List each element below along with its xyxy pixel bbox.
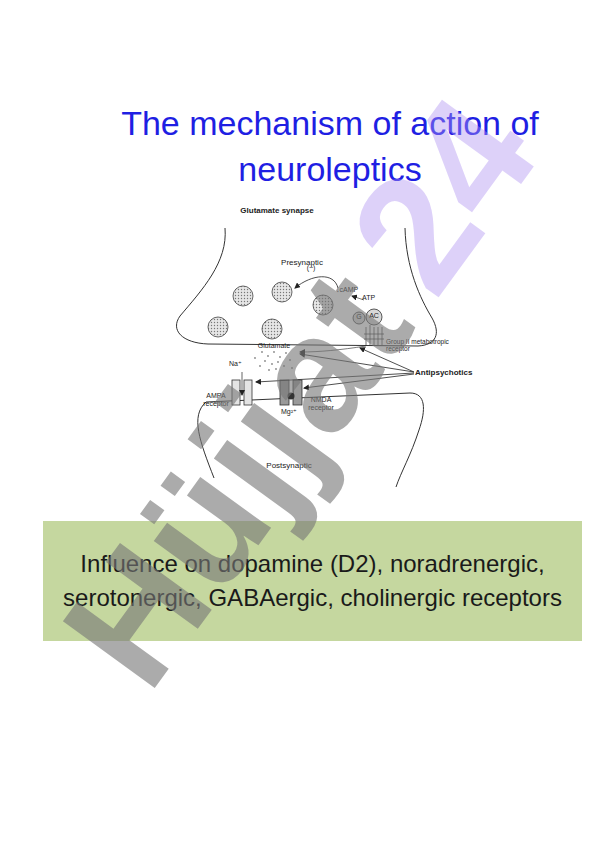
nmda-channel: [293, 380, 302, 405]
vesicle: [272, 282, 292, 302]
vesicle: [208, 317, 228, 337]
ion-arrow: [242, 372, 243, 395]
g-protein: [353, 312, 365, 324]
ion-label: Mg²⁺: [281, 408, 297, 416]
vesicle: [233, 286, 253, 306]
ampa-channel: [244, 380, 252, 405]
region-label: Postsynaptic: [266, 461, 311, 470]
region-label: Presynaptic: [281, 258, 323, 267]
inhibition-arrow: [295, 277, 338, 288]
molecule-label: ATP: [362, 294, 375, 302]
presynaptic-membrane: [176, 228, 436, 346]
sign-label: (−): [307, 264, 316, 272]
glutamate-release: [254, 351, 293, 371]
molecule-label: ↓cAMP: [336, 286, 358, 294]
metabotropic-receptor: [364, 325, 384, 345]
drug-label: Antipsychotics: [415, 368, 472, 377]
adenylate-cyclase: [366, 309, 382, 325]
ampa-channel: [232, 380, 240, 405]
watermark: Hüjjat24: [36, 72, 564, 713]
drug-arrow: [256, 373, 414, 382]
watermark-text: 24: [315, 66, 572, 323]
ion-label: Na⁺: [229, 360, 242, 368]
receptor-label: Group II metabotropic receptor: [386, 338, 460, 353]
postsynaptic-membrane: [198, 393, 424, 487]
protein-label: AC: [369, 312, 379, 320]
watermark-text: Hüjjat: [28, 239, 446, 718]
nmda-channel: [280, 380, 289, 405]
vesicle: [313, 295, 333, 315]
protein-label: G: [356, 313, 361, 321]
receptor-label: AMPA receptor: [200, 392, 232, 408]
drug-arrow: [300, 354, 414, 372]
highlight-band: Influence on dopamine (D2), noradrenergi…: [43, 521, 582, 641]
feedback-arrow: [300, 346, 366, 352]
drug-arrow: [304, 374, 414, 388]
diagram-heading: Glutamate synapse: [240, 206, 313, 215]
receptor-label: NMDA receptor: [304, 396, 338, 412]
molecule-label: Glutamate: [258, 342, 290, 350]
magnesium-ion: [288, 393, 295, 400]
slide-title: The mechanism of action of neuroleptics: [100, 100, 560, 192]
band-text: Influence on dopamine (D2), noradrenergi…: [43, 547, 582, 615]
vesicle: [262, 319, 282, 339]
